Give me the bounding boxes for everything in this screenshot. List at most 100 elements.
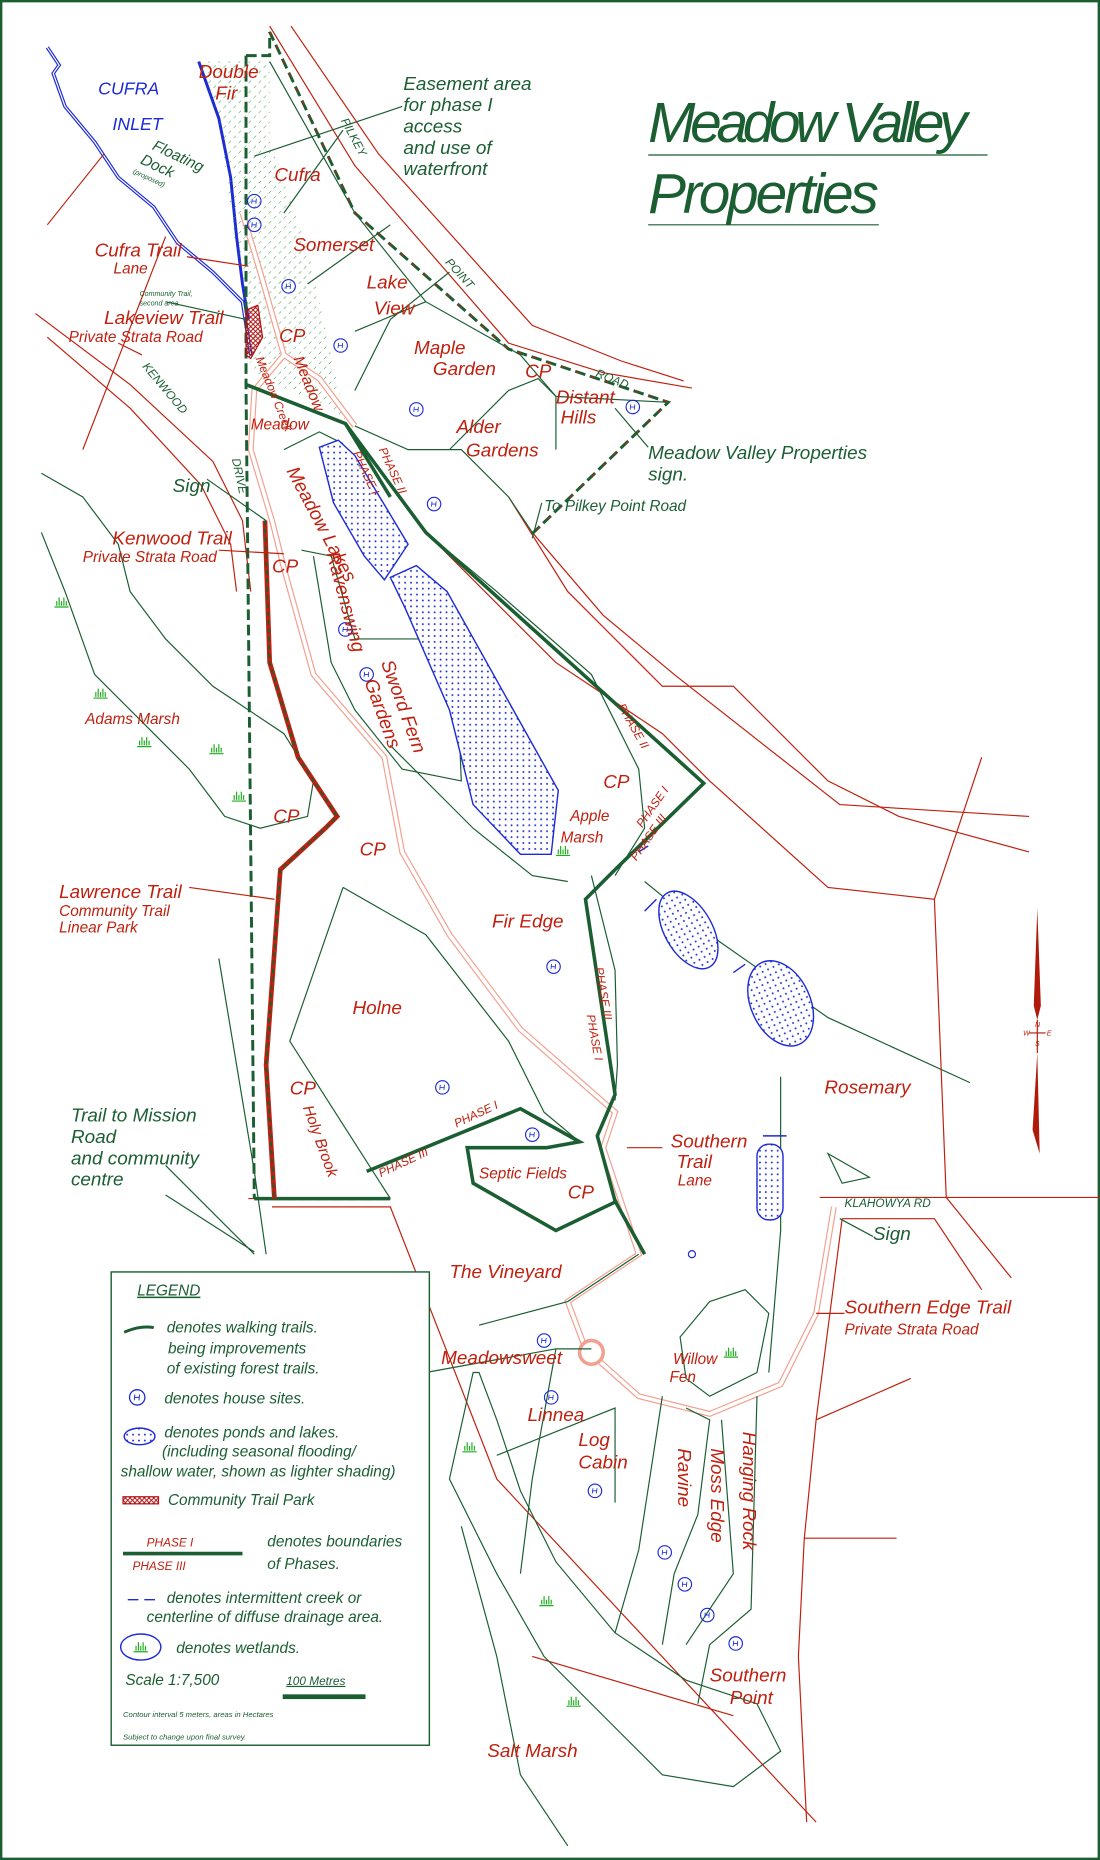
easement-area bbox=[198, 61, 346, 421]
legend-title: LEGEND bbox=[137, 1283, 200, 1300]
kenwood-drive bbox=[35, 153, 252, 592]
easement-note: Easement area bbox=[403, 74, 531, 95]
cp-label: CP bbox=[272, 557, 299, 578]
title-line2: Properties bbox=[648, 163, 879, 226]
inlet-label: CUFRA bbox=[98, 79, 159, 99]
lakeview-trail-label: Private Strata Road bbox=[69, 329, 203, 346]
legend-subject-note: Subject to change upon final survey. bbox=[123, 1732, 246, 1741]
southern-edge-trail-label: Private Strata Road bbox=[845, 1322, 979, 1339]
pond-east-2 bbox=[747, 960, 815, 1047]
cufra-trail-label: Cufra Trail bbox=[95, 241, 183, 262]
lot-meadow: Meadow bbox=[251, 417, 310, 434]
compass-n: N bbox=[1035, 1021, 1041, 1029]
lot-alder-gardens: Alder bbox=[456, 417, 502, 438]
pond-meadow-lakes-upper bbox=[318, 439, 409, 581]
lot-maple-garden: Maple bbox=[414, 338, 465, 359]
lot-somerset: Somerset bbox=[293, 235, 375, 256]
southern-trail-label: Southern bbox=[671, 1132, 748, 1153]
lawrence-trail-label: Lawrence Trail bbox=[59, 882, 182, 903]
community-trail-park bbox=[245, 304, 341, 1199]
lot-willow-fen: Fen bbox=[669, 1369, 695, 1386]
lot-maple-garden: Garden bbox=[433, 359, 496, 380]
lot-alder-gardens: Gardens bbox=[466, 441, 539, 462]
cp-label: CP bbox=[603, 772, 630, 793]
legend-community-park: Community Trail Park bbox=[168, 1492, 316, 1509]
legend-phase-sample: PHASE III bbox=[132, 1559, 186, 1573]
lot-holne: Holne bbox=[352, 998, 401, 1019]
lot-lake-view: Lake bbox=[367, 273, 408, 294]
lot-adams-marsh: Adams Marsh bbox=[84, 711, 180, 728]
title-line1: Meadow Valley bbox=[648, 92, 971, 155]
cufra-trail-label: Lane bbox=[114, 260, 148, 277]
lot-cufra: Cufra bbox=[274, 165, 320, 186]
southern-edge-trail-label: Southern Edge Trail bbox=[845, 1297, 1013, 1318]
legend-ponds: denotes ponds and lakes. bbox=[164, 1425, 339, 1442]
community-trail-second-label: second area bbox=[140, 299, 179, 307]
legend-trails: being improvements bbox=[168, 1341, 307, 1358]
survey-marker-icon bbox=[687, 1250, 697, 1259]
legend-wetlands: denotes wetlands. bbox=[176, 1640, 300, 1657]
compass-e: E bbox=[1047, 1029, 1052, 1037]
lot-log-cabin: Cabin bbox=[578, 1452, 627, 1473]
sign-note: Meadow Valley Properties bbox=[648, 443, 867, 464]
easement-note: for phase I bbox=[403, 95, 493, 116]
to-pilkey-note: To Pilkey Point Road bbox=[544, 498, 686, 515]
trail-labels: Cufra Trail Lane Lakeview Trail Private … bbox=[59, 241, 1012, 1339]
lot-apple-marsh: Apple bbox=[569, 808, 609, 825]
leader-lines bbox=[165, 105, 874, 1314]
lot-moss-edge: Moss Edge bbox=[706, 1448, 727, 1543]
legend-scale: Scale 1:7,500 bbox=[125, 1672, 219, 1689]
trail-to-mission-note: and community bbox=[71, 1148, 201, 1169]
legend-contour-note: Contour interval 5 meters, areas in Hect… bbox=[123, 1710, 274, 1719]
sign-left-label: Sign bbox=[173, 476, 211, 497]
legend-creek: denotes intermittent creek or bbox=[167, 1590, 362, 1607]
legend-box bbox=[110, 1271, 431, 1746]
walking-trail bbox=[239, 212, 837, 1418]
pond-legend-icon bbox=[123, 1427, 156, 1446]
lot-southern-point: Point bbox=[730, 1688, 774, 1709]
north-arrow: N W E S bbox=[1023, 908, 1052, 1154]
lot-willow-fen: Willow bbox=[673, 1351, 718, 1368]
lot-septic-fields: Septic Fields bbox=[479, 1165, 567, 1182]
lot-lake-view: View bbox=[374, 299, 416, 320]
ponds bbox=[318, 439, 871, 1221]
lot-rosemary: Rosemary bbox=[824, 1077, 912, 1098]
legend-creek: centerline of diffuse drainage area. bbox=[147, 1609, 383, 1626]
sign-right-label: Sign bbox=[873, 1224, 911, 1245]
kenwood-trail-label: Private Strata Road bbox=[83, 549, 217, 566]
southern-trail-label: Lane bbox=[678, 1173, 712, 1190]
lot-meadowsweet: Meadowsweet bbox=[441, 1348, 563, 1369]
pond-south bbox=[756, 1143, 784, 1221]
cp-label: CP bbox=[568, 1183, 595, 1204]
house-sites bbox=[247, 193, 743, 1651]
trail-to-mission-note: Trail to Mission bbox=[71, 1106, 197, 1127]
cp-label: CP bbox=[290, 1078, 317, 1099]
pond-small bbox=[826, 1152, 871, 1184]
pond-meadow-lakes-lower bbox=[389, 564, 560, 855]
southern-trail-label: Trail bbox=[677, 1152, 713, 1173]
compass-s: S bbox=[1035, 1040, 1040, 1048]
road-label-klahowya: KLAHOWYA RD bbox=[845, 1196, 932, 1210]
legend-house-sites: denotes house sites. bbox=[164, 1390, 305, 1407]
lot-linnea: Linnea bbox=[528, 1405, 585, 1426]
legend-ponds: (including seasonal flooding/ bbox=[162, 1444, 358, 1461]
legend-phases: denotes boundaries bbox=[267, 1533, 402, 1550]
lot-the-vineyard: The Vineyard bbox=[449, 1262, 563, 1283]
boundary-roads bbox=[248, 496, 1100, 1823]
cp-label: CP bbox=[525, 361, 552, 382]
community-park-legend-icon bbox=[122, 1496, 160, 1505]
lot-fir-edge: Fir Edge bbox=[492, 912, 563, 933]
legend-scale-bar-label: 100 Metres bbox=[286, 1674, 345, 1688]
pond-east-1 bbox=[658, 890, 719, 970]
easement-note: and use of bbox=[403, 138, 493, 159]
lot-apple-marsh: Marsh bbox=[561, 829, 604, 846]
lot-double-fir: Double bbox=[199, 62, 259, 83]
lawrence-trail-label: Linear Park bbox=[59, 919, 139, 936]
lawrence-trail-label: Community Trail bbox=[59, 903, 170, 920]
kenwood-trail-label: Kenwood Trail bbox=[112, 528, 232, 549]
legend: LEGEND denotes walking trails. being imp… bbox=[110, 1271, 431, 1746]
legend-phase-sample: PHASE I bbox=[147, 1535, 194, 1549]
legend-ponds: shallow water, shown as lighter shading) bbox=[121, 1464, 396, 1481]
wetland-legend-icon bbox=[119, 1633, 162, 1661]
lot-hanging-rock: Hanging Rock bbox=[738, 1432, 759, 1552]
